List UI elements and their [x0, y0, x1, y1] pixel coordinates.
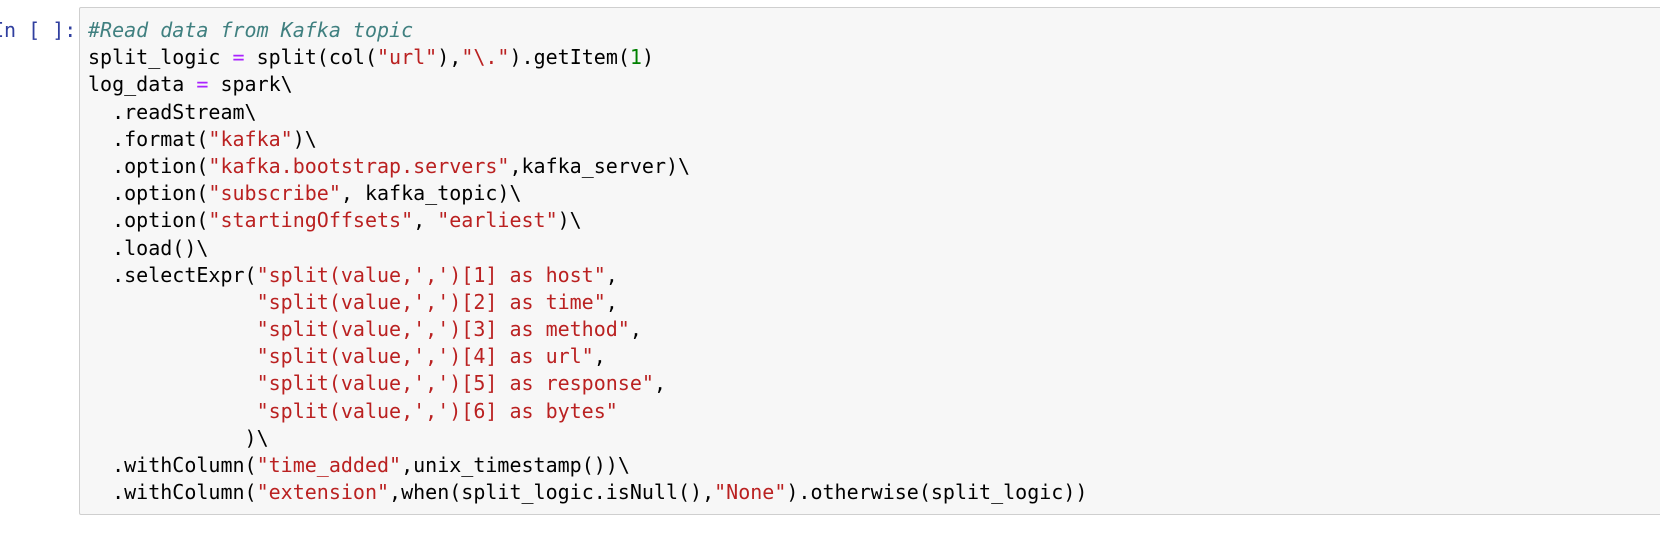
code-comment: #Read data from Kafka topic — [88, 18, 414, 42]
code-text: .readStream\ — [88, 99, 257, 124]
code-line: .selectExpr("split(value,',')[1] as host… — [88, 262, 1087, 289]
code-text: .option( — [88, 208, 209, 233]
code-line: )\ — [88, 425, 1087, 452]
code-line: "split(value,',')[5] as response", — [88, 370, 1087, 397]
code-text: )\ — [88, 425, 269, 450]
code-line: "split(value,',')[6] as bytes" — [88, 398, 1087, 425]
code-text: ) — [641, 45, 654, 70]
code-text: .withColumn( — [88, 480, 257, 505]
code-text — [88, 344, 257, 368]
code-line: .option("kafka.bootstrap.servers",kafka_… — [88, 153, 1087, 180]
code-text: , — [605, 262, 618, 287]
code-text: , kafka_topic)\ — [340, 181, 522, 206]
code-string: "startingOffsets" — [208, 208, 414, 233]
code-string: "None" — [714, 480, 787, 505]
code-text: ).otherwise(split_logic)) — [786, 480, 1088, 505]
code-text: , — [653, 371, 666, 396]
code-number: 1 — [629, 45, 642, 70]
code-string: "split(value,',')[6] as bytes" — [256, 398, 618, 423]
code-string: "kafka" — [208, 126, 293, 151]
code-string: "\." — [461, 45, 510, 70]
code-line: split_logic = split(col("url"),"\.").get… — [88, 44, 1087, 71]
code-string: "split(value,',')[3] as method" — [256, 317, 630, 342]
code-line: .load()\ — [88, 235, 1087, 262]
code-string: "split(value,',')[1] as host" — [256, 262, 606, 287]
code-text: ,when(split_logic.isNull(), — [389, 480, 715, 505]
code-text: log_data — [88, 72, 197, 97]
code-text: split_logic — [88, 45, 233, 70]
code-operator: = — [196, 72, 209, 97]
code-string: "kafka.bootstrap.servers" — [208, 153, 510, 178]
code-text: .withColumn( — [88, 453, 257, 477]
code-text: .option( — [88, 153, 209, 178]
code-line: .format("kafka")\ — [88, 126, 1087, 153]
code-text — [88, 399, 257, 423]
code-text: .format( — [88, 126, 209, 151]
code-text — [88, 371, 257, 395]
code-text: , — [413, 208, 438, 233]
code-text: ,kafka_server)\ — [509, 153, 691, 178]
code-string: "extension" — [256, 480, 390, 505]
code-text: .selectExpr( — [88, 262, 257, 287]
code-line: "split(value,',')[2] as time", — [88, 289, 1087, 316]
code-string: "split(value,',')[4] as url" — [256, 344, 594, 369]
code-line: #Read data from Kafka topic — [88, 17, 1087, 44]
cell-prompt: In [ ]: — [0, 18, 77, 42]
code-text: .load()\ — [88, 235, 209, 260]
code-text: )\ — [557, 208, 582, 233]
code-input-area[interactable] — [79, 7, 1660, 515]
code-string: "url" — [377, 45, 438, 70]
code-string: "split(value,',')[5] as response" — [256, 371, 654, 396]
code-line: .readStream\ — [88, 99, 1087, 126]
code-string: "split(value,',')[2] as time" — [256, 289, 606, 314]
code-string: "time_added" — [256, 453, 402, 477]
code-text: )\ — [292, 126, 317, 151]
code-text: .option( — [88, 181, 209, 206]
code-line: log_data = spark\ — [88, 71, 1087, 98]
code-line: .withColumn("extension",when(split_logic… — [88, 479, 1087, 506]
code-line: .option("subscribe", kafka_topic)\ — [88, 180, 1087, 207]
code-string: "subscribe" — [208, 181, 341, 206]
code-text — [88, 290, 257, 314]
code-text: ), — [437, 45, 462, 70]
code-text: , — [605, 289, 618, 314]
code-line: "split(value,',')[3] as method", — [88, 316, 1087, 343]
code-text: split(col( — [244, 45, 377, 70]
code-operator: = — [232, 45, 245, 70]
code-line: .withColumn("time_added",unix_timestamp(… — [88, 452, 1087, 479]
code-line: .option("startingOffsets", "earliest")\ — [88, 207, 1087, 234]
code-text: , — [593, 344, 606, 369]
code-text: , — [629, 317, 642, 342]
code-text: ).getItem( — [509, 45, 630, 70]
code-line: "split(value,',')[4] as url", — [88, 343, 1087, 370]
code-text: spark\ — [208, 72, 293, 97]
code-text: ,unix_timestamp())\ — [401, 453, 630, 477]
code-string: "earliest" — [437, 208, 558, 233]
code-text — [88, 317, 257, 341]
